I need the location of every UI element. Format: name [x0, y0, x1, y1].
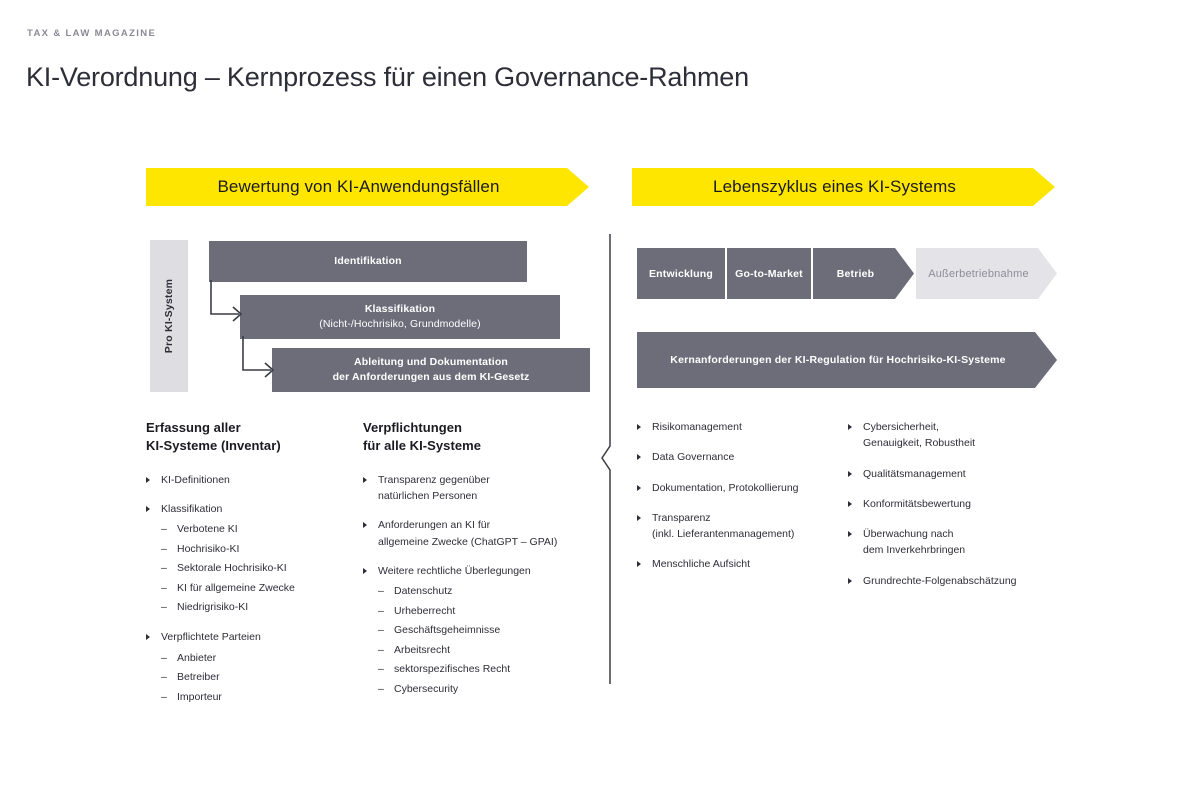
lifecycle-step-betrieb: Betrieb: [813, 248, 914, 299]
bullet-item-label: Weitere rechtliche Überlegungen: [378, 564, 531, 577]
banner-assessment-label: Bewertung von KI-Anwendungsfällen: [217, 177, 500, 196]
bullet-item: Grundrechte-Folgenabschätzung: [848, 573, 1058, 589]
bullet-item-label: Cybersicherheit,Genauigkeit, Robustheit: [863, 421, 976, 450]
bullet-subitem: Niedrigrisiko-KI: [161, 599, 346, 616]
column-verpflichtungen-heading: Verpflichtungen für alle KI-Systeme: [363, 419, 593, 456]
elbow-arrow-icon-1: [210, 280, 243, 322]
bullet-item: Cybersicherheit,Genauigkeit, Robustheit: [848, 419, 1058, 452]
bullet-subitem: KI für allgemeine Zwecke: [161, 580, 346, 597]
lifecycle-step-betrieb-label: Betrieb: [836, 267, 875, 280]
magazine-kicker: TAX & LAW MAGAZINE: [27, 28, 157, 39]
bullet-item-label: Qualitätsmanagement: [863, 467, 966, 480]
bullet-item: Verpflichtete ParteienAnbieterBetreiberI…: [146, 629, 346, 706]
column-verpflichtungen-heading-line1: Verpflichtungen: [363, 420, 462, 435]
core-requirements-bar-label: Kernanforderungen der KI-Regulation für …: [670, 354, 1006, 366]
column-inventar: Erfassung aller KI-Systeme (Inventar) KI…: [146, 419, 346, 719]
bullet-item-label: Menschliche Aufsicht: [652, 558, 751, 571]
core-requirements-bar: Kernanforderungen der KI-Regulation für …: [637, 332, 1057, 388]
bullet-item: Menschliche Aufsicht: [637, 556, 837, 572]
bullet-item-label: Transparenz(inkl. Lieferantenmanagement): [652, 511, 795, 541]
bullet-subitem: Hochrisiko-KI: [161, 541, 346, 558]
banner-lifecycle-label: Lebenszyklus eines KI-Systems: [713, 177, 956, 196]
page-title: KI-Verordnung – Kernprozess für einen Go…: [26, 62, 749, 93]
bullet-subitem: Anbieter: [161, 650, 346, 667]
bullet-item-label: KI-Definitionen: [161, 473, 230, 486]
process-step-klassifikation-line2: (Nicht-/Hochrisiko, Grundmodelle): [319, 318, 481, 330]
bullet-subitem: Geschäftsgeheimnisse: [378, 622, 593, 639]
bullet-sublist: DatenschutzUrheberrechtGeschäftsgeheimni…: [378, 583, 593, 698]
lifecycle-step-go-to-market-label: Go-to-Market: [735, 267, 803, 280]
column-inventar-heading-line2: KI-Systeme (Inventar): [146, 438, 281, 454]
bullet-subitem: Betreiber: [161, 669, 346, 686]
lifecycle-step-ausserbetriebnahme: Außerbetriebnahme: [916, 248, 1057, 299]
process-step-identifikation-line1: Identifikation: [334, 254, 402, 267]
bullet-item-label: Data Governance: [652, 451, 735, 464]
lifecycle-step-go-to-market: Go-to-Market: [727, 248, 811, 299]
process-step-klassifikation-line1: Klassifikation: [364, 302, 436, 315]
bullet-item: Risikomanagement: [637, 419, 837, 435]
column-inventar-list: KI-DefinitionenKlassifikationVerbotene K…: [146, 472, 346, 706]
bullet-item-label: Konformitätsbewertung: [863, 497, 971, 510]
column-verpflichtungen-heading-line2: für alle KI-Systeme: [363, 438, 481, 454]
bullet-subitem: Urheberrecht: [378, 603, 593, 620]
process-step-ableitung-line1: Ableitung und Dokumentation: [354, 355, 508, 368]
bullet-item-label: Grundrechte-Folgenabschätzung: [863, 574, 1017, 587]
elbow-arrow-icon-2: [242, 336, 275, 378]
process-step-ableitung: Ableitung und Dokumentation der Anforder…: [272, 348, 590, 392]
bullet-item: Qualitätsmanagement: [848, 466, 1058, 482]
bullet-item: Data Governance: [637, 449, 837, 465]
bullet-subitem: sektorspezifisches Recht: [378, 661, 593, 678]
bullet-subitem: Importeur: [161, 689, 346, 706]
lifecycle-step-entwicklung: Entwicklung: [637, 248, 725, 299]
column-inventar-heading-line1: Erfassung aller: [146, 420, 241, 435]
bullet-item: Dokumentation, Protokollierung: [637, 480, 837, 496]
process-step-identifikation: Identifikation: [209, 241, 527, 282]
pro-ki-system-label-box: Pro KI-System: [150, 240, 188, 392]
bullet-sublist: Verbotene KI Hochrisiko-KI Sektorale Hochr…: [161, 521, 346, 616]
column-verpflichtungen: Verpflichtungen für alle KI-Systeme Tran…: [363, 419, 593, 711]
bullet-item: KI-Definitionen: [146, 472, 346, 488]
bullet-item-label: Dokumentation, Protokollierung: [652, 481, 799, 494]
column-inventar-heading: Erfassung aller KI-Systeme (Inventar): [146, 419, 346, 456]
bullet-item: Konformitätsbewertung: [848, 496, 1058, 512]
section-divider: [601, 234, 611, 684]
process-step-klassifikation: Klassifikation (Nicht-/Hochrisiko, Grund…: [240, 295, 560, 339]
bullet-item-label: Verpflichtete Parteien: [161, 631, 261, 644]
process-step-ableitung-line2: der Anforderungen aus dem KI-Gesetz: [332, 371, 530, 383]
lifecycle-step-entwicklung-label: Entwicklung: [648, 267, 714, 280]
pro-ki-system-label: Pro KI-System: [163, 278, 175, 354]
bullet-item: KlassifikationVerbotene KI Hochrisiko-KI S…: [146, 501, 346, 616]
bullet-sublist: AnbieterBetreiberImporteur: [161, 650, 346, 706]
lifecycle-step-ausserbetriebnahme-label: Außerbetriebnahme: [928, 267, 1029, 280]
bullet-item-label: Risikomanagement: [652, 421, 742, 433]
bullet-subitem: Sektorale Hochrisiko-KI: [161, 560, 346, 577]
bullet-subitem: Cybersecurity: [378, 681, 593, 698]
bullet-item: Weitere rechtliche ÜberlegungenDatenschu…: [363, 563, 593, 698]
bullet-subitem: Arbeitsrecht: [378, 642, 593, 659]
bullet-subitem: Datenschutz: [378, 583, 593, 600]
banner-assessment: Bewertung von KI-Anwendungsfällen: [146, 168, 589, 206]
bullet-item: Transparenz(inkl. Lieferantenmanagement): [637, 510, 837, 543]
bullet-item-label: Klassifikation: [161, 503, 223, 516]
banner-lifecycle: Lebenszyklus eines KI-Systems: [632, 168, 1055, 206]
bullet-subitem: Verbotene KI: [161, 521, 346, 538]
